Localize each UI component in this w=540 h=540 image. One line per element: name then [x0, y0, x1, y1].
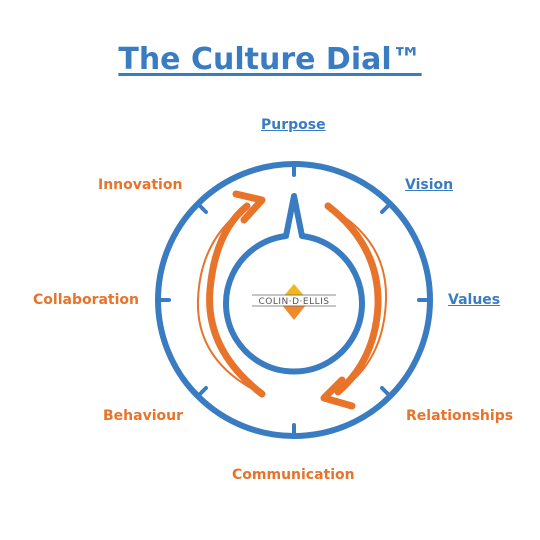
tick-top-right — [380, 202, 392, 214]
logo-diamond-bottom — [282, 305, 306, 320]
diagram-title: The Culture Dial™ — [118, 42, 422, 77]
label-values: Values — [448, 292, 501, 308]
tick-bottom-right — [380, 386, 392, 398]
rotation-arrow-left-tail — [196, 207, 259, 393]
label-vision: Vision — [405, 177, 454, 193]
rotation-arrow-left — [206, 202, 266, 398]
label-communication: Communication — [232, 467, 355, 483]
logo-text: COLIN·D·ELLIS — [258, 297, 329, 307]
rotation-arrow-right-tail — [325, 205, 388, 393]
inner-needle-dial — [223, 193, 365, 375]
tick-top-left — [196, 202, 208, 214]
rotation-arrow-left-head — [232, 190, 266, 224]
colin-d-ellis-logo: COLIN·D·ELLIS — [252, 284, 336, 320]
label-collaboration: Collaboration — [33, 292, 140, 308]
logo-diamond-top — [282, 284, 306, 298]
label-relationships: Relationships — [406, 408, 514, 424]
dial-ticks — [156, 162, 432, 438]
tick-bottom-left — [196, 386, 208, 398]
label-behaviour: Behaviour — [103, 408, 183, 424]
rotation-arrow-right — [324, 202, 382, 396]
label-purpose: Purpose — [261, 117, 326, 133]
rotation-arrow-right-head — [320, 376, 356, 410]
label-innovation: Innovation — [98, 177, 183, 193]
